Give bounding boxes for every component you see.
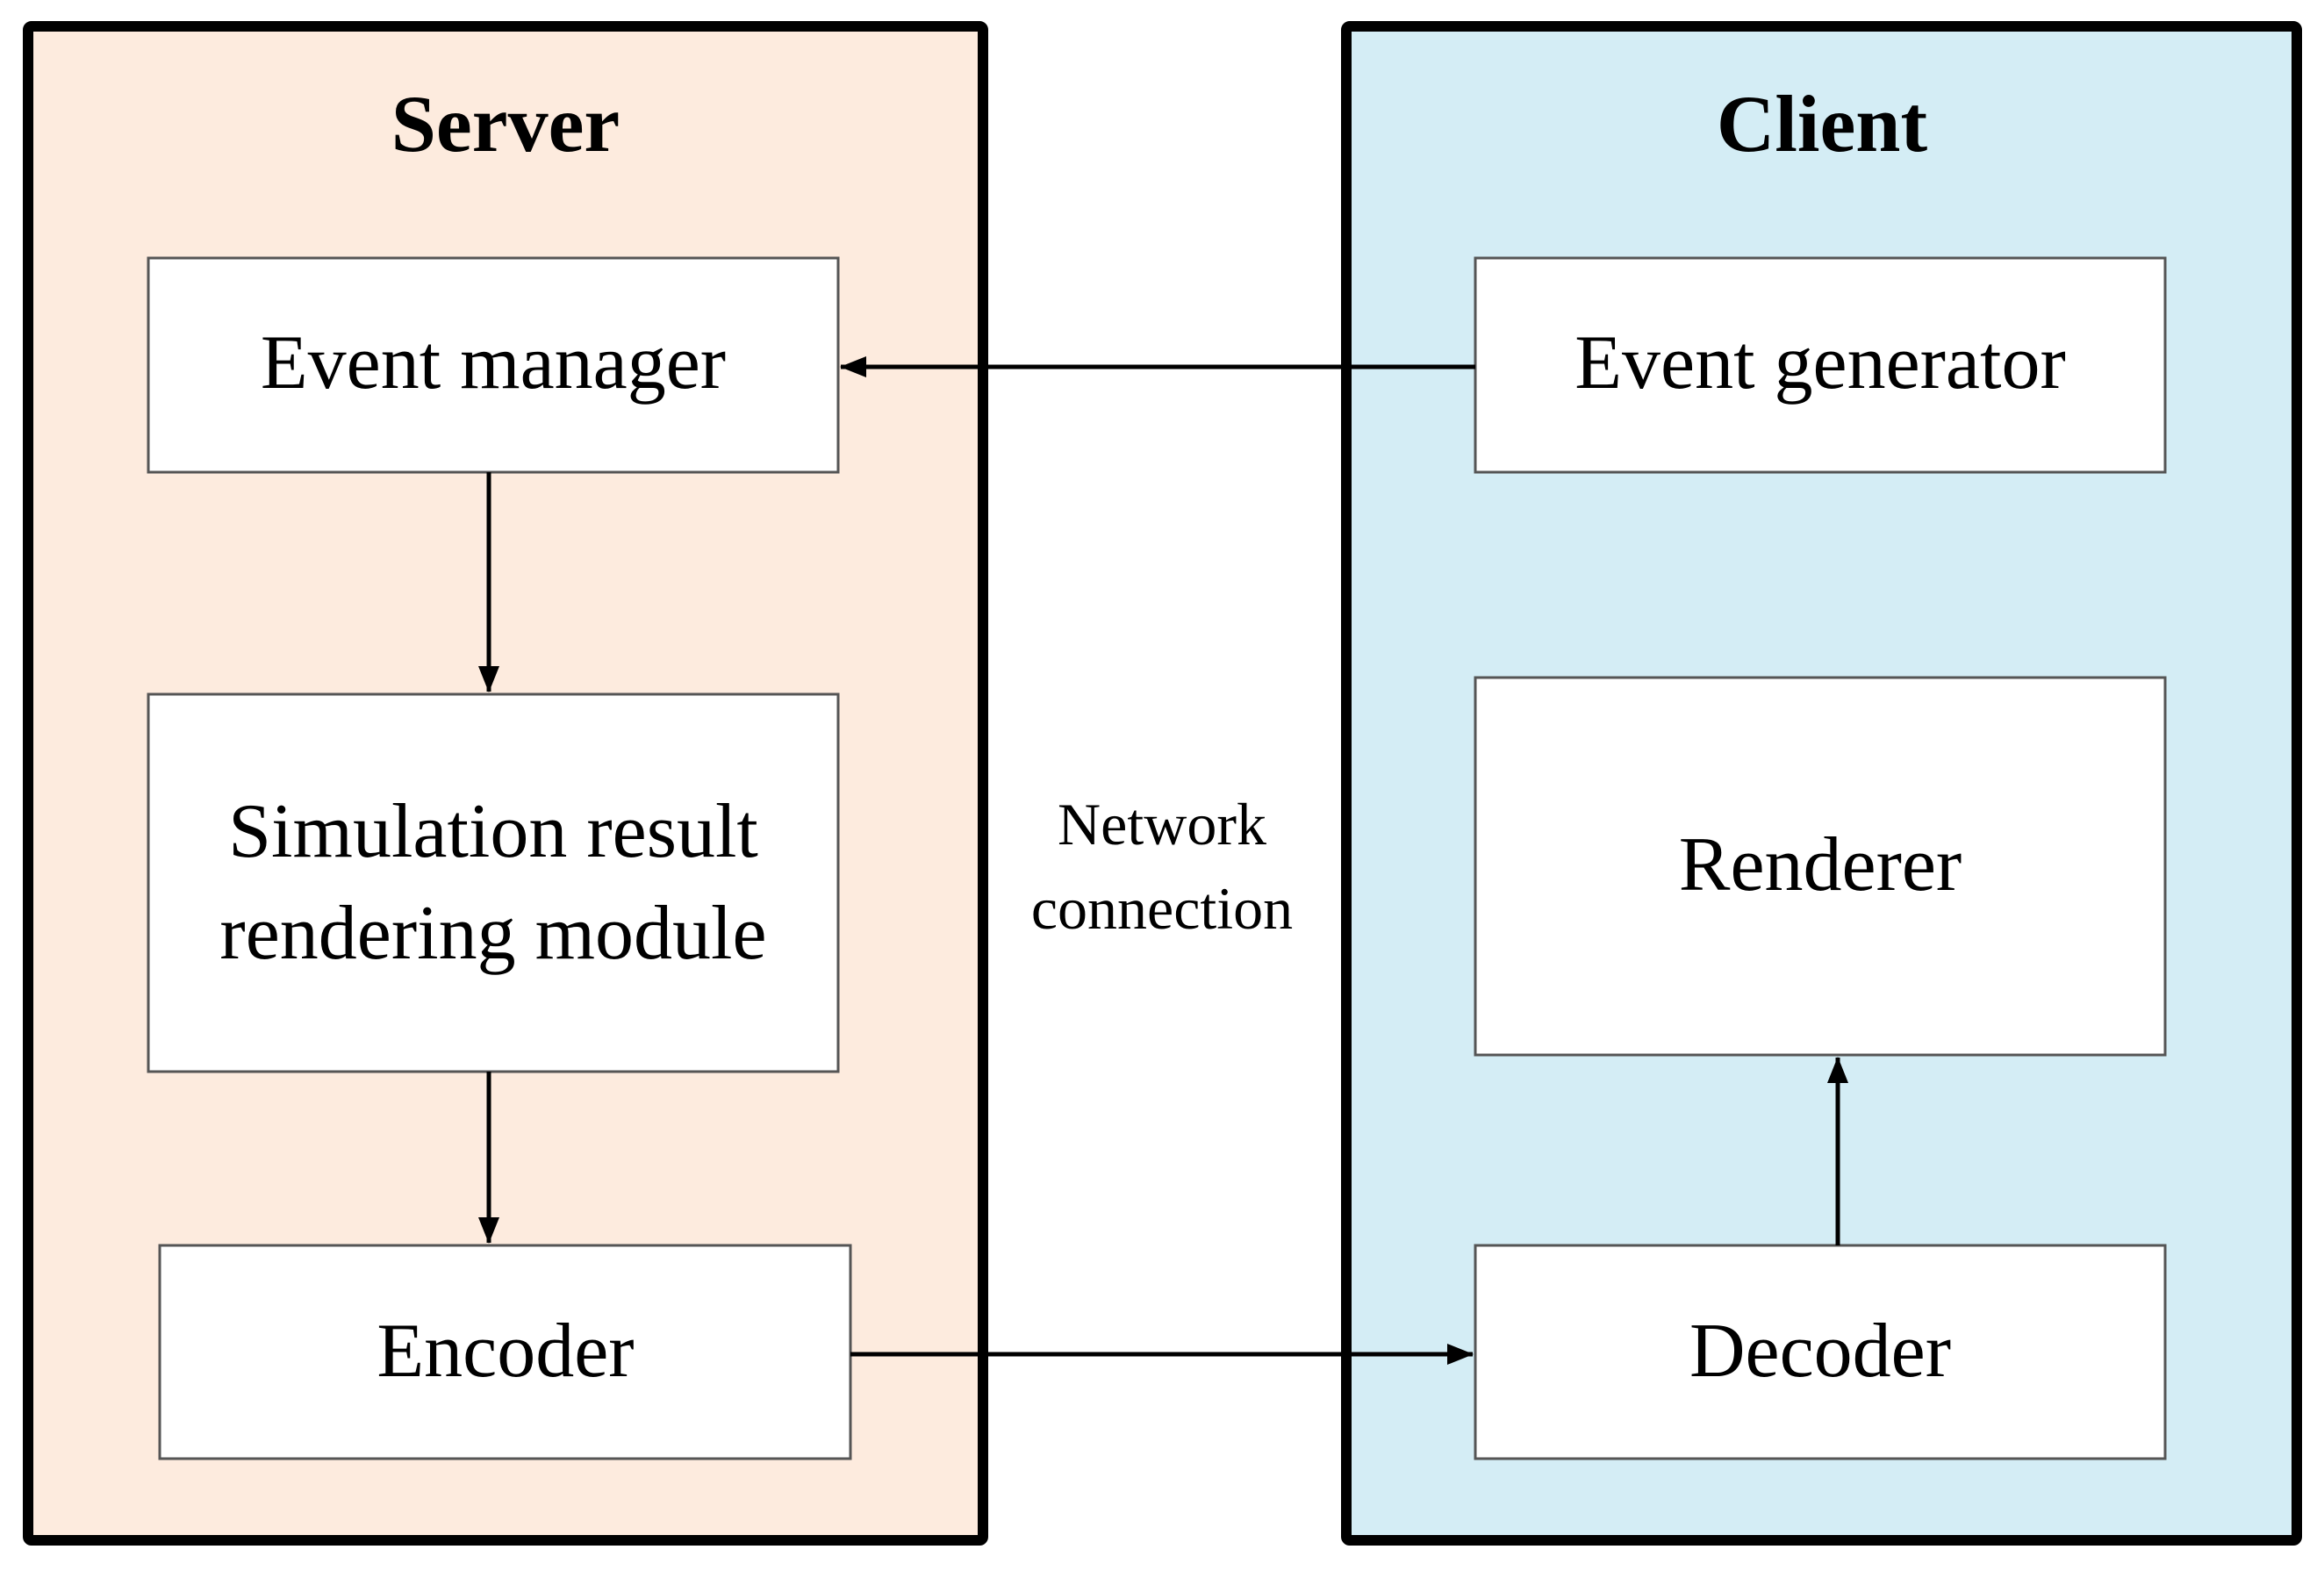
network-label-line2: connection <box>1031 875 1293 942</box>
renderer-box: Renderer <box>1474 676 2167 1057</box>
server-title: Server <box>391 79 620 169</box>
simulation-module-label-line1: Simulation result <box>228 789 758 874</box>
event-manager-label: Event manager <box>261 320 726 405</box>
simulation-module-label-line2: rendering module <box>219 891 766 976</box>
client-panel: Client Event generator Renderer Decoder <box>1341 21 2302 1546</box>
event-generator-box: Event generator <box>1474 256 2167 474</box>
renderer-label: Renderer <box>1679 822 1962 907</box>
decoder-label: Decoder <box>1689 1309 1951 1394</box>
network-label-line1: Network <box>1058 791 1266 857</box>
client-title: Client <box>1717 79 1928 169</box>
event-manager-box: Event manager <box>147 256 840 474</box>
event-generator-label: Event generator <box>1574 320 2066 405</box>
encoder-box: Encoder <box>158 1244 852 1460</box>
server-panel: Server Event manager Simulation result r… <box>23 21 988 1546</box>
encoder-label: Encoder <box>377 1309 634 1394</box>
decoder-box: Decoder <box>1474 1244 2167 1460</box>
network-connection-label: Network connection <box>1031 791 1293 942</box>
simulation-rendering-module-box: Simulation result rendering module <box>147 692 840 1073</box>
